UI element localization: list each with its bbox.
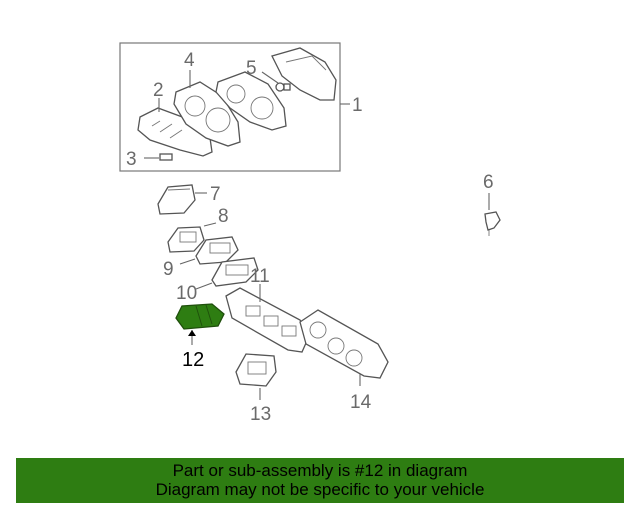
part-13-switch[interactable] bbox=[235, 353, 277, 387]
callout-4[interactable]: 4 bbox=[184, 50, 195, 71]
callout-11[interactable]: 11 bbox=[250, 266, 270, 287]
callout-8[interactable]: 8 bbox=[218, 206, 229, 227]
callout-3[interactable]: 3 bbox=[126, 149, 137, 170]
arrow-12 bbox=[188, 330, 196, 336]
callout-7[interactable]: 7 bbox=[210, 184, 221, 205]
part-11-switch-panel[interactable] bbox=[225, 287, 311, 353]
part-12-switch-highlighted[interactable] bbox=[175, 303, 225, 330]
callout-14[interactable]: 14 bbox=[350, 392, 372, 413]
cluster-gauge-face bbox=[215, 71, 287, 131]
part-14-climate-control[interactable] bbox=[299, 309, 389, 379]
callout-2[interactable]: 2 bbox=[153, 80, 164, 101]
parts-diagram: 1 2 3 4 5 6 bbox=[119, 42, 501, 425]
part-9-switch[interactable] bbox=[195, 236, 239, 265]
part-4-cluster-housing[interactable] bbox=[173, 81, 241, 147]
footer-banner: Part or sub-assembly is #12 in diagram D… bbox=[16, 458, 624, 503]
callout-13[interactable]: 13 bbox=[250, 404, 271, 425]
part-12-body[interactable] bbox=[175, 303, 225, 330]
callout-5[interactable]: 5 bbox=[246, 58, 257, 79]
footer-line-2: Diagram may not be specific to your vehi… bbox=[155, 480, 485, 499]
part-6-sensor[interactable] bbox=[484, 211, 501, 236]
callout-12[interactable]: 12 bbox=[182, 349, 204, 371]
cluster-assembly-box bbox=[119, 42, 341, 172]
callout-9[interactable]: 9 bbox=[163, 259, 174, 280]
callout-1[interactable]: 1 bbox=[352, 95, 363, 116]
part-7-switch[interactable] bbox=[157, 184, 196, 215]
callout-6[interactable]: 6 bbox=[483, 172, 494, 193]
part-3-clip[interactable] bbox=[159, 153, 173, 161]
callout-10[interactable]: 10 bbox=[176, 283, 197, 304]
part-2-cluster-lens[interactable] bbox=[137, 107, 213, 157]
cluster-rear-case bbox=[271, 47, 337, 101]
part-10-switch[interactable] bbox=[211, 257, 259, 287]
part-8-switch[interactable] bbox=[167, 226, 205, 253]
footer-line-1: Part or sub-assembly is #12 in diagram bbox=[172, 461, 468, 480]
part-5-bulb[interactable] bbox=[275, 82, 291, 92]
